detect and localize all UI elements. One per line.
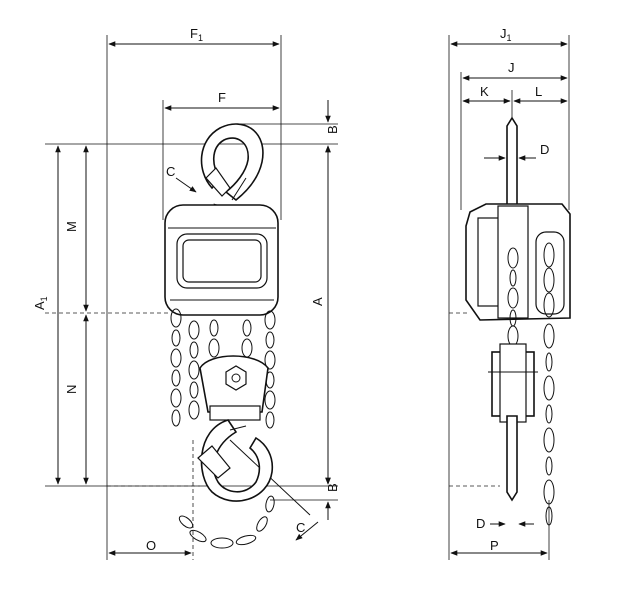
label-o: O (146, 538, 156, 553)
label-d-bottom: D (476, 516, 485, 531)
label-m: M (64, 221, 79, 232)
label-d-top: D (540, 142, 549, 157)
label-l: L (535, 84, 542, 99)
label-b-top: B (325, 125, 340, 134)
label-b-bottom: B (325, 483, 340, 492)
label-j1: J1 (500, 26, 512, 43)
label-f1: F1 (190, 26, 203, 43)
label-c-bottom: C (296, 520, 305, 535)
front-view (45, 35, 338, 560)
label-f: F (218, 90, 226, 105)
label-k: K (480, 84, 489, 99)
side-view (448, 35, 571, 560)
label-c-top: C (166, 164, 175, 179)
label-a1: A1 (32, 296, 49, 310)
label-j: J (508, 60, 515, 75)
label-n: N (64, 385, 79, 394)
label-a: A (310, 297, 325, 306)
label-p: P (490, 538, 499, 553)
